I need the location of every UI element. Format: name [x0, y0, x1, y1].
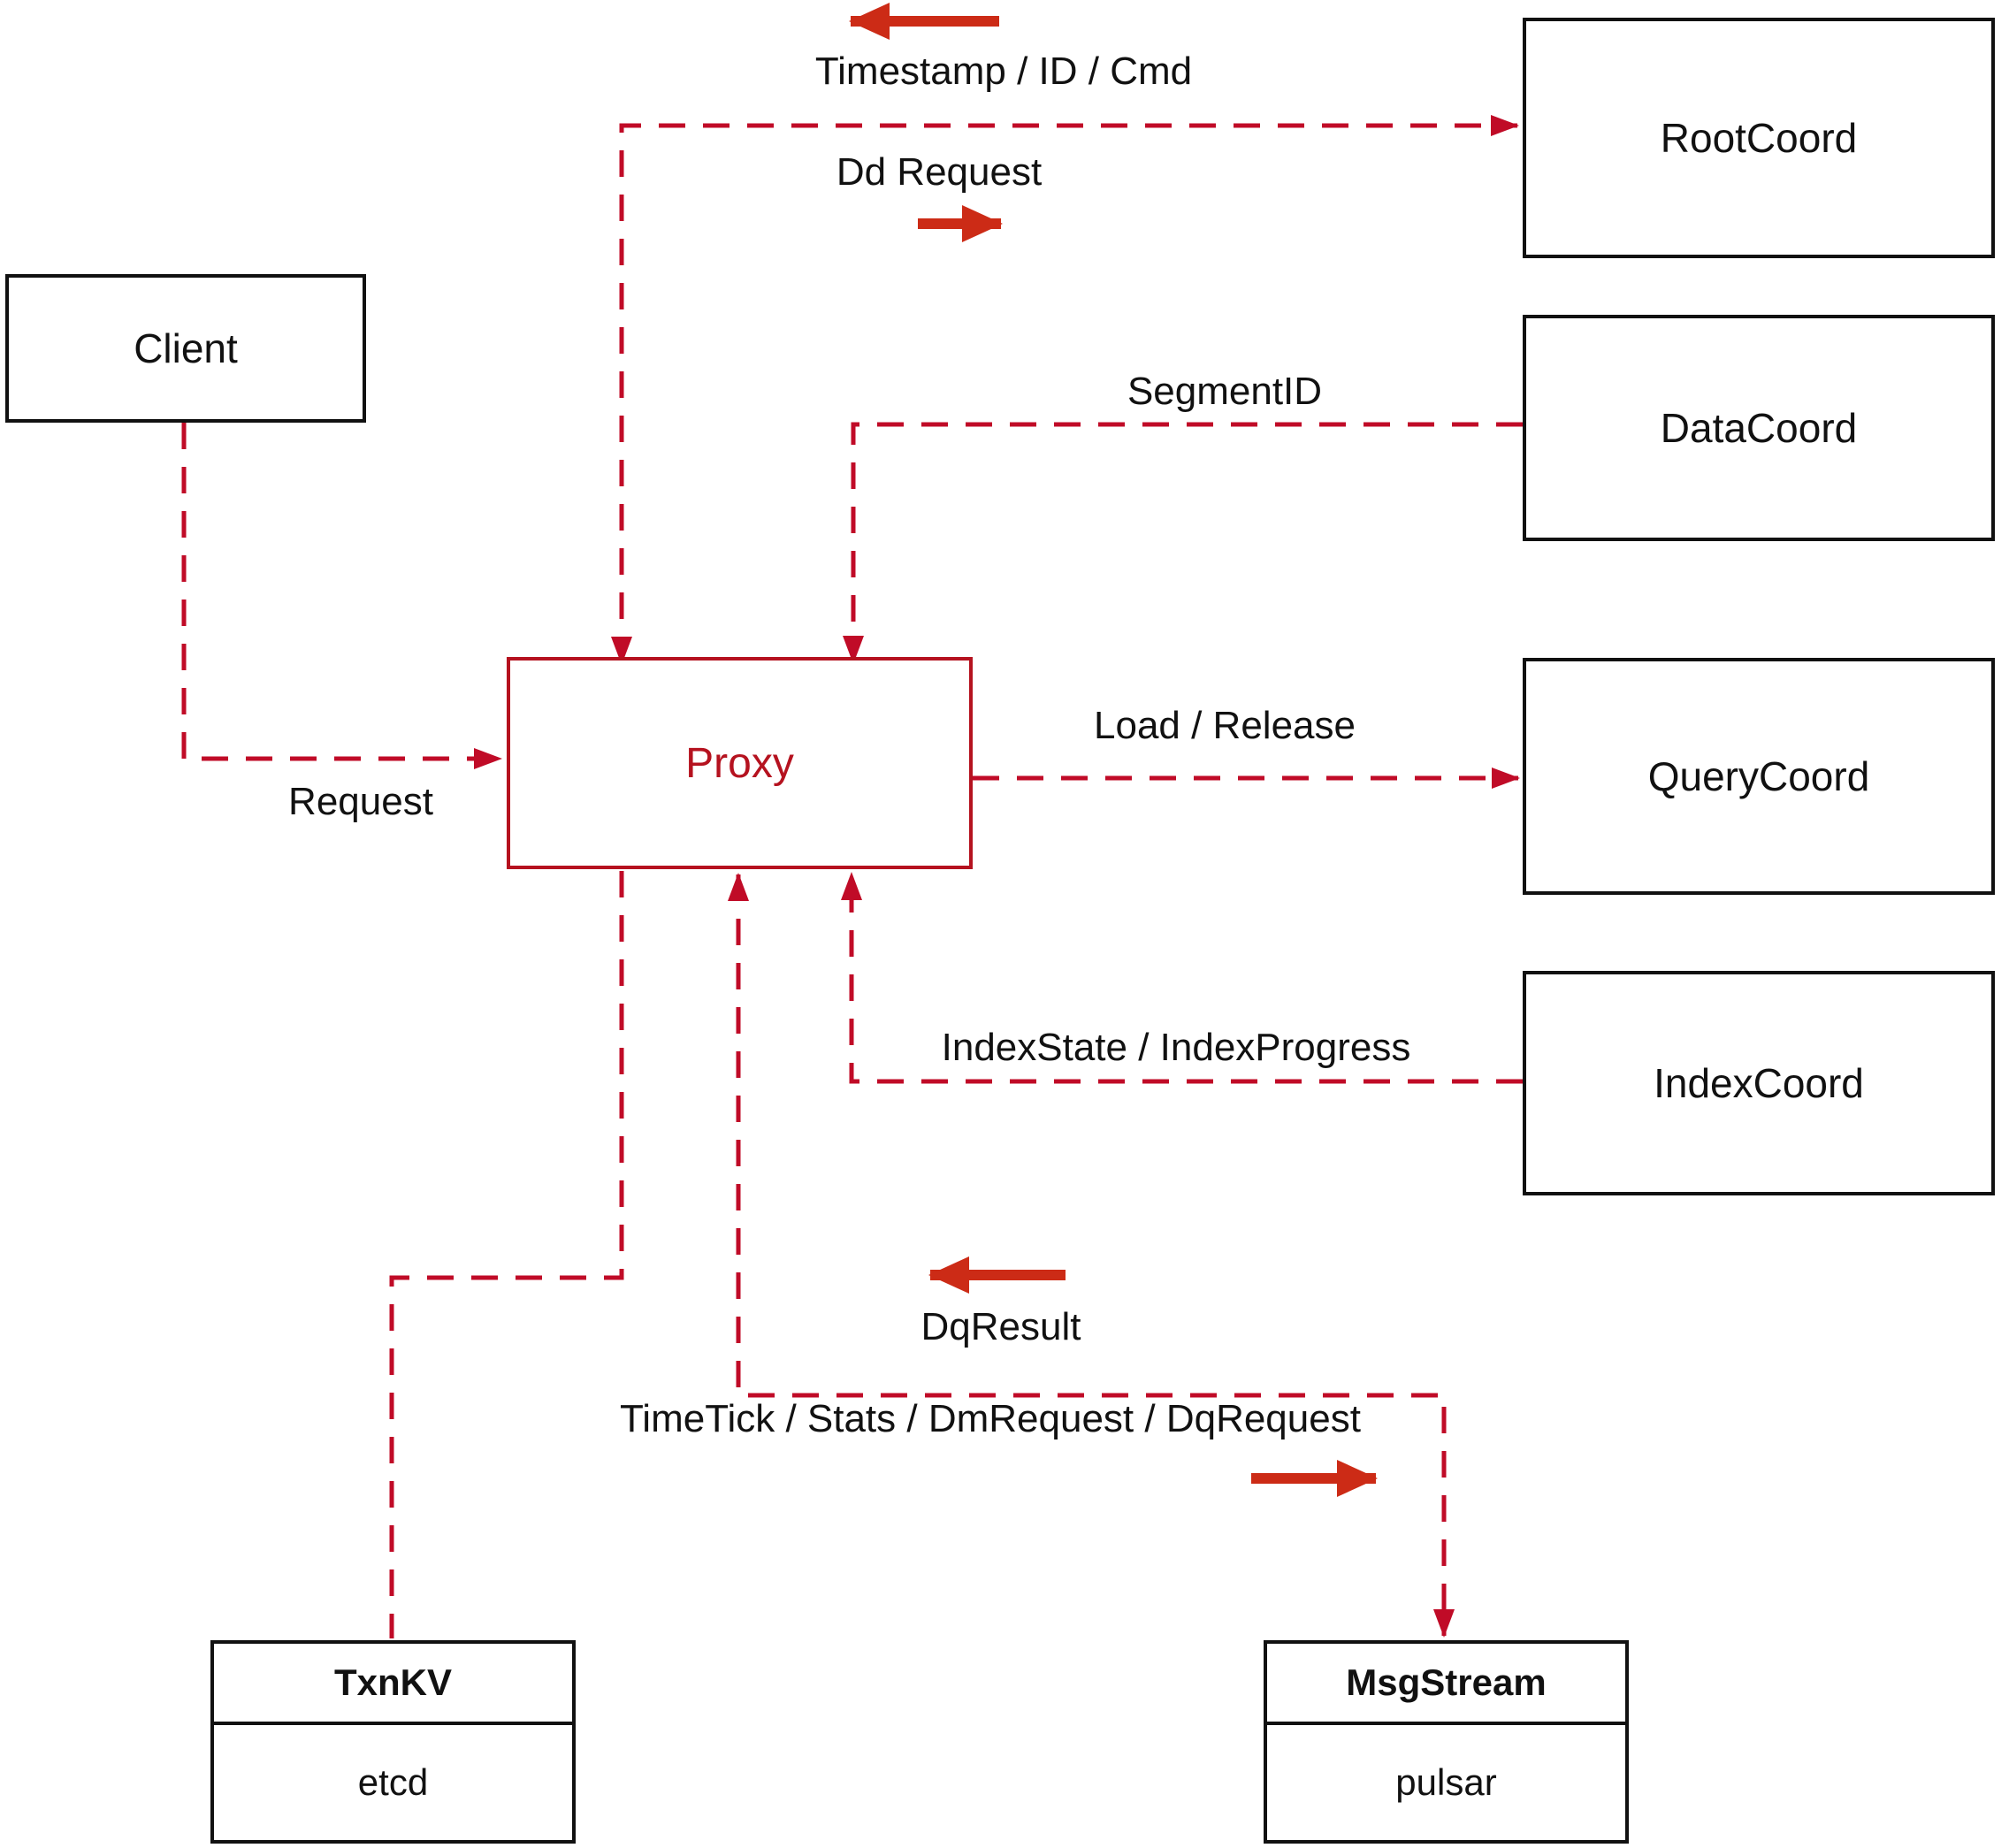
node-indexcoord-label: IndexCoord	[1654, 1060, 1864, 1106]
node-rootcoord-label: RootCoord	[1660, 115, 1858, 161]
edge-label-dd-request: Dd Request	[836, 150, 1043, 194]
connector-proxy-txnkv	[389, 871, 624, 1638]
node-proxy-label: Proxy	[685, 739, 794, 787]
node-datacoord: DataCoord	[1523, 315, 1995, 541]
connector-client-proxy	[181, 423, 502, 769]
node-client: Client	[5, 274, 366, 423]
edge-label-dq-result: DqResult	[920, 1305, 1081, 1348]
node-msgstream: MsgStream pulsar	[1264, 1640, 1629, 1844]
node-txnkv-body: etcd	[357, 1761, 429, 1803]
node-querycoord-label: QueryCoord	[1647, 753, 1870, 799]
node-indexcoord: IndexCoord	[1523, 971, 1995, 1195]
node-msgstream-header: MsgStream	[1267, 1644, 1625, 1725]
node-msgstream-body: pulsar	[1395, 1761, 1497, 1803]
edge-label-segment-id: SegmentID	[1127, 370, 1323, 413]
node-proxy: Proxy	[507, 657, 973, 869]
edge-label-timetick-stats-dmrequest-dqrequest: TimeTick / Stats / DmRequest / DqRequest	[620, 1397, 1361, 1440]
node-client-label: Client	[134, 325, 238, 371]
edge-label-index-state-progress: IndexState / IndexProgress	[941, 1026, 1411, 1069]
edge-label-load-release: Load / Release	[1094, 704, 1356, 747]
node-txnkv-header: TxnKV	[214, 1644, 572, 1725]
node-querycoord: QueryCoord	[1523, 658, 1995, 895]
connector-proxy-rootcoord	[611, 115, 1519, 665]
edge-label-timestamp-id-cmd: Timestamp / ID / Cmd	[814, 50, 1193, 93]
node-txnkv: TxnKV etcd	[210, 1640, 576, 1844]
connector-datacoord-proxy	[843, 422, 1523, 664]
node-datacoord-label: DataCoord	[1660, 405, 1858, 451]
connector-proxy-msgstream	[728, 873, 1455, 1638]
node-rootcoord: RootCoord	[1523, 18, 1995, 258]
edge-label-request: Request	[288, 780, 433, 823]
